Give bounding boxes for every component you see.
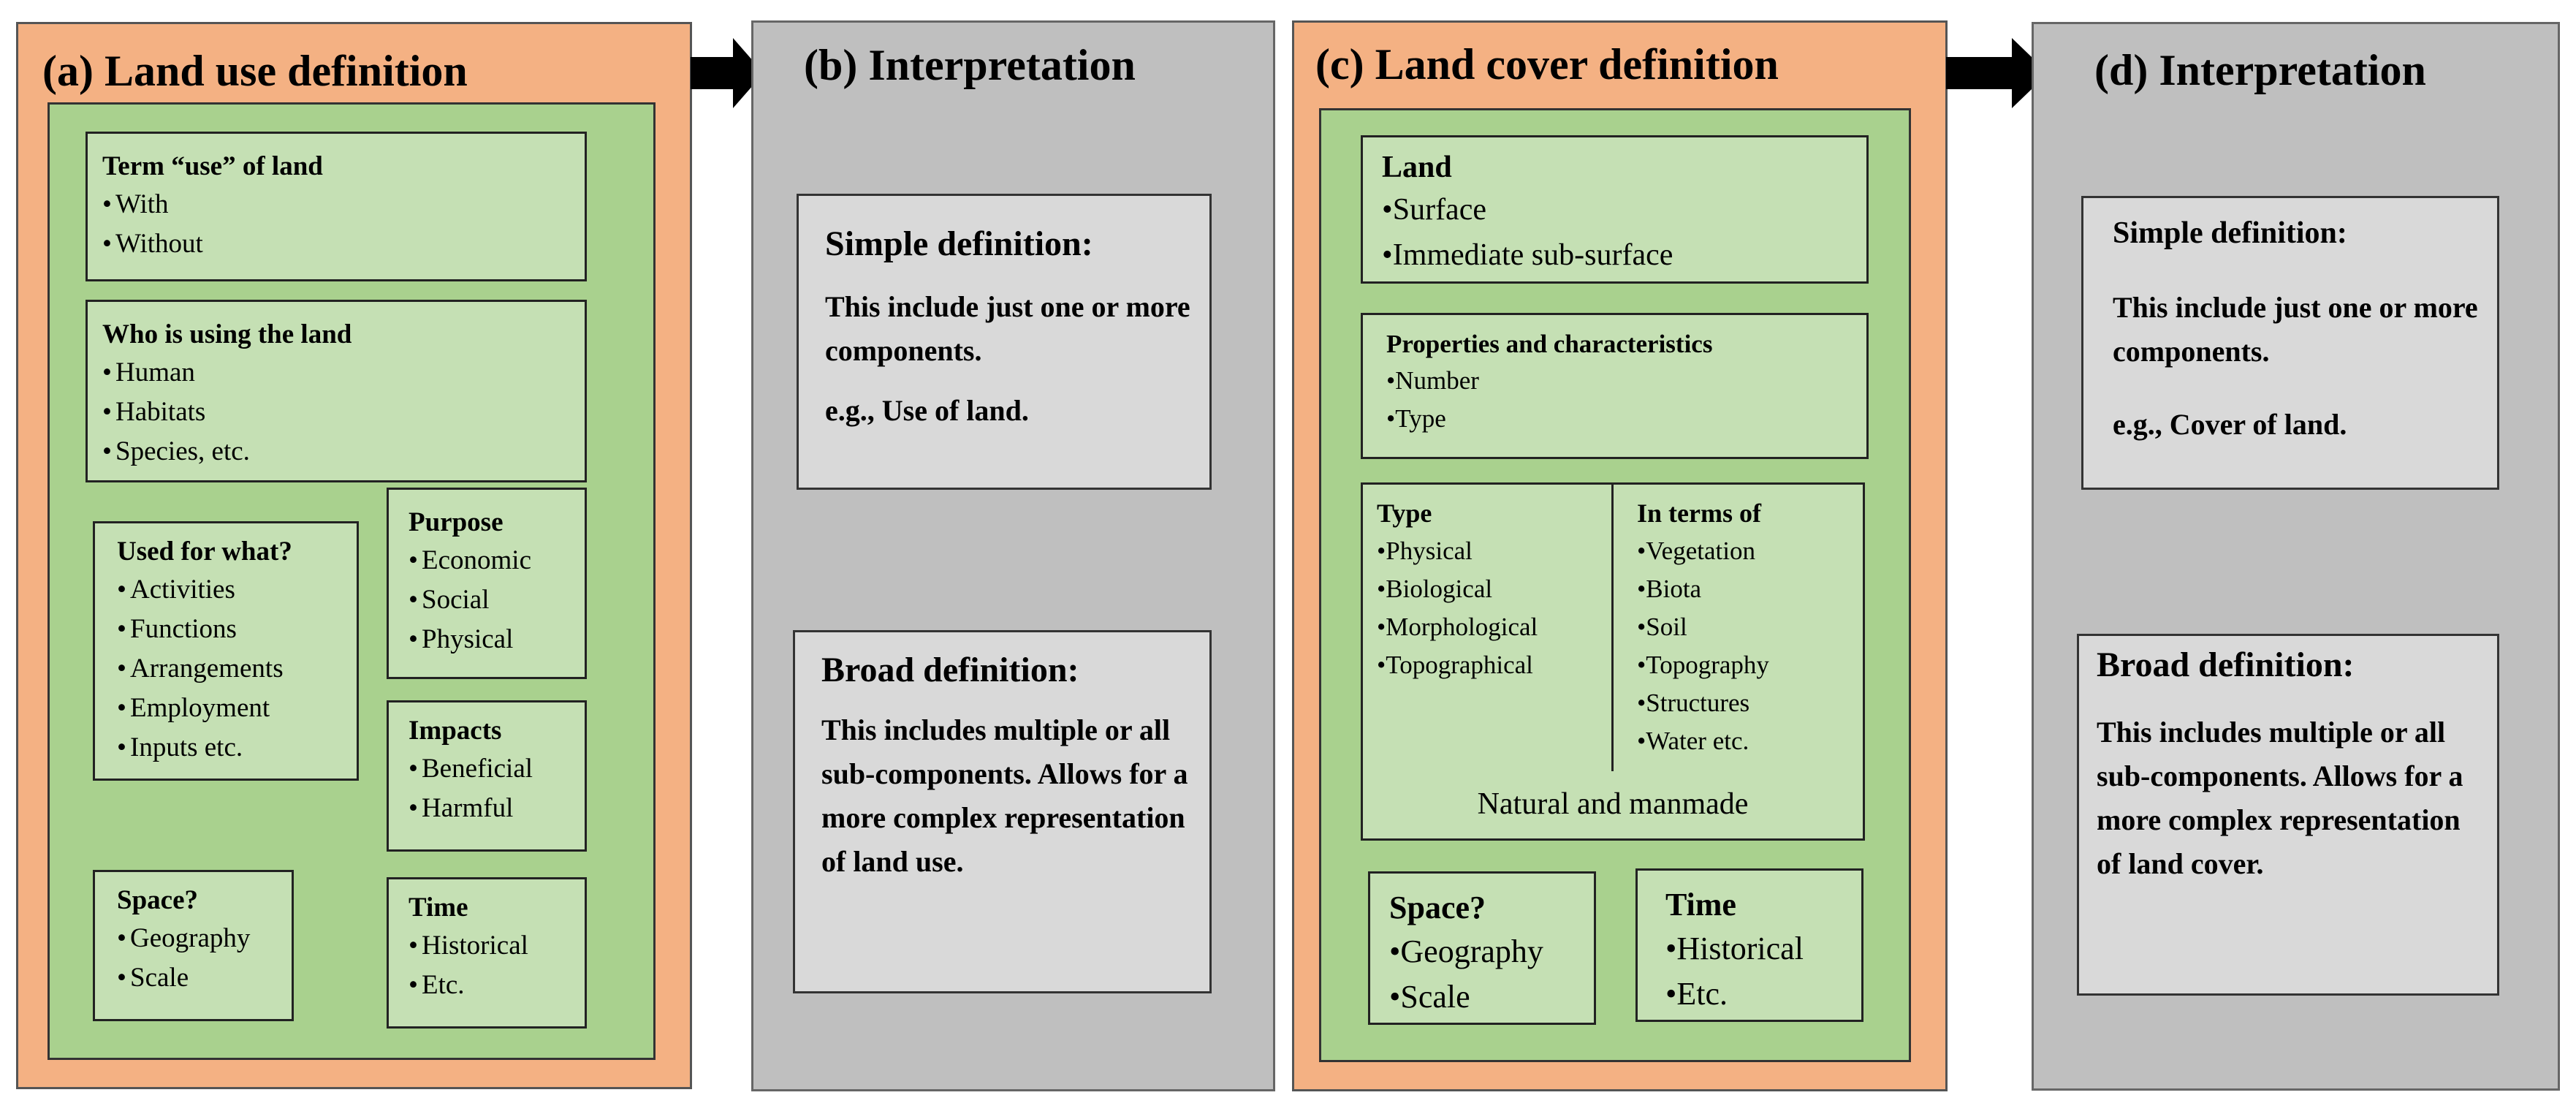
list-item: Without [102,224,585,264]
impacts-box: Impacts Beneficial Harmful [387,700,587,852]
list-item: Social [409,580,585,620]
panel-a-title: (a) Land use definition [42,47,468,95]
list-item: Surface [1382,187,1866,232]
list-item: Activities [117,570,357,610]
time-box-a: Time Historical Etc. [387,877,587,1029]
list-item: Inputs etc. [117,728,357,768]
list-item: With [102,185,585,224]
space-title-c: Space? [1389,890,1486,925]
broad-definition-box-d: Broad definition: This includes multiple… [2077,634,2499,996]
land-title: Land [1382,151,1452,184]
simple-definition-title-b: Simple definition: [825,224,1093,263]
list-item: Physical [1377,532,1538,570]
time-title-c: Time [1665,887,1736,923]
list-item: Number [1386,362,1866,400]
broad-definition-text-b: This includes multiple or all sub-compon… [821,713,1188,878]
list-item: Species, etc. [102,432,585,471]
list-item: Geography [117,919,292,958]
panel-d-title: (d) Interpretation [2094,46,2426,94]
list-item: Employment [117,689,357,728]
list-item: Historical [409,926,585,966]
broad-definition-title-d: Broad definition: [2097,645,2355,684]
type-title: Type [1377,499,1432,528]
list-item: Vegetation [1637,532,1769,570]
list-item: Scale [1389,974,1594,1020]
list-item: Etc. [409,966,585,1005]
who-using-title: Who is using the land [102,319,352,349]
list-item: Physical [409,620,585,659]
list-item: Functions [117,610,357,649]
in-terms-of-column: In terms of Vegetation Biota Soil Topogr… [1637,494,1769,760]
term-use-title: Term “use” of land [102,151,323,181]
space-box-c: Space? Geography Scale [1368,871,1596,1025]
space-title-a: Space? [117,885,198,915]
simple-definition-box-b: Simple definition: This include just one… [797,194,1212,490]
simple-definition-text-b: This include just one or more components… [825,290,1190,367]
properties-box: Properties and characteristics Number Ty… [1361,313,1869,459]
panel-b-title: (b) Interpretation [804,41,1136,89]
list-item: Etc. [1665,971,1861,1017]
used-for-what-title: Used for what? [117,537,292,567]
list-item: Habitats [102,393,585,432]
list-item: Soil [1637,608,1769,646]
space-box-a: Space? Geography Scale [93,870,294,1021]
broad-definition-text-d: This includes multiple or all sub-compon… [2097,716,2463,880]
list-item: Harmful [409,789,585,828]
list-item: Morphological [1377,608,1538,646]
type-column: Type Physical Biological Morphological T… [1377,494,1538,684]
land-box: Land Surface Immediate sub-surface [1361,135,1869,284]
list-item: Human [102,353,585,393]
term-use-box: Term “use” of land With Without [86,132,587,281]
list-item: Economic [409,541,585,580]
arrow-right-icon [691,38,764,108]
list-item: Structures [1637,684,1769,722]
simple-definition-example-b: e.g., Use of land. [825,394,1029,427]
simple-definition-example-d: e.g., Cover of land. [2113,408,2347,441]
impacts-title: Impacts [409,716,502,746]
simple-definition-box-d: Simple definition: This include just one… [2081,196,2499,490]
purpose-title: Purpose [409,507,504,537]
broad-definition-title-b: Broad definition: [821,651,1079,689]
broad-definition-box-b: Broad definition: This includes multiple… [793,630,1212,993]
simple-definition-text-d: This include just one or more components… [2113,291,2478,368]
column-divider [1611,482,1614,771]
natural-manmade-label: Natural and manmade [1477,787,1749,821]
list-item: Immediate sub-surface [1382,232,1866,278]
properties-title: Properties and characteristics [1386,330,1713,358]
purpose-box: Purpose Economic Social Physical [387,488,587,679]
list-item: Topography [1637,646,1769,684]
list-item: Type [1386,400,1866,438]
list-item: Water etc. [1637,722,1769,760]
simple-definition-title-d: Simple definition: [2113,216,2347,250]
list-item: Scale [117,958,292,998]
list-item: Geography [1389,929,1594,974]
list-item: Topographical [1377,646,1538,684]
list-item: Biota [1637,570,1769,608]
list-item: Arrangements [117,649,357,689]
time-box-c: Time Historical Etc. [1635,868,1863,1022]
list-item: Historical [1665,926,1861,971]
panel-c-title: (c) Land cover definition [1315,40,1779,88]
in-terms-of-title: In terms of [1637,499,1761,528]
arrow-right-icon [1946,38,2048,108]
who-using-box: Who is using the land Human Habitats Spe… [86,300,587,482]
list-item: Beneficial [409,749,585,789]
used-for-what-box: Used for what? Activities Functions Arra… [93,521,359,781]
list-item: Biological [1377,570,1538,608]
time-title-a: Time [409,893,468,923]
